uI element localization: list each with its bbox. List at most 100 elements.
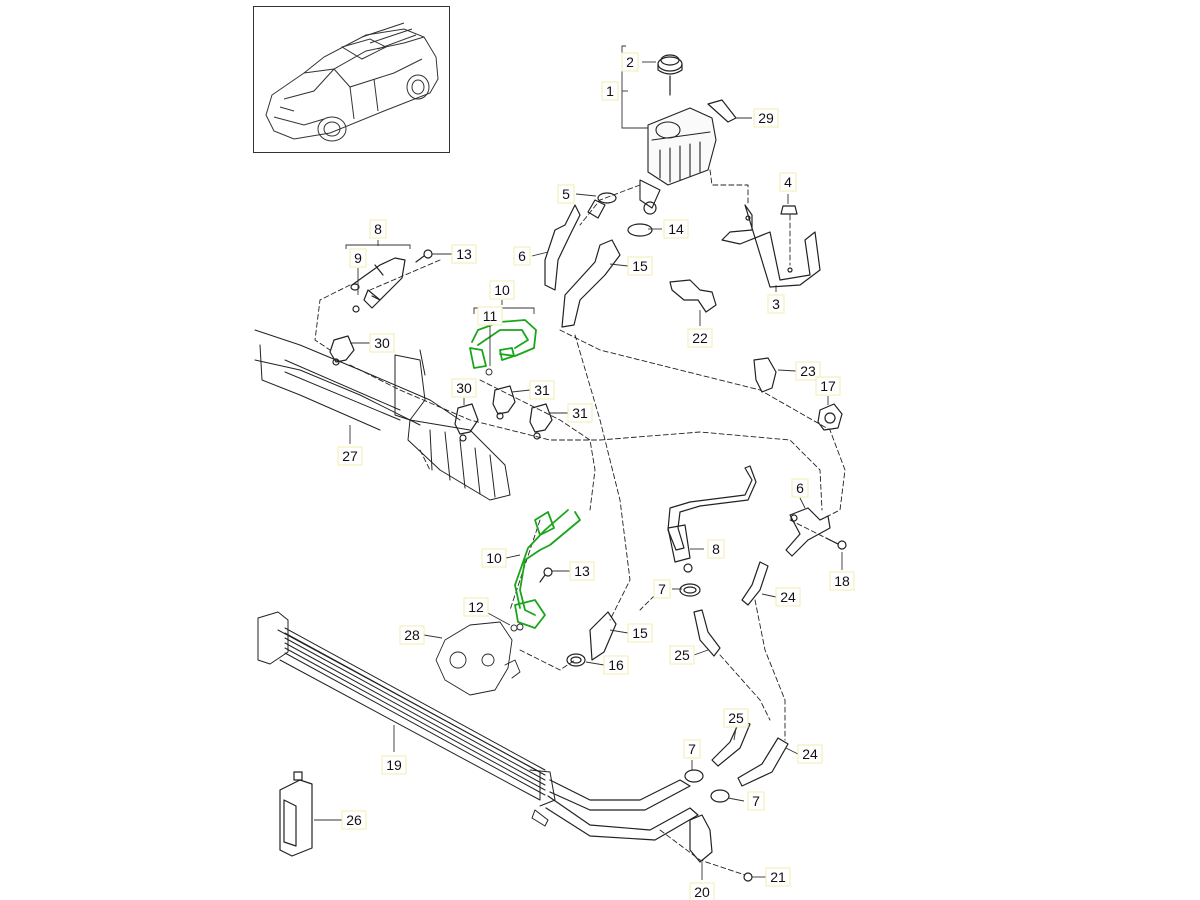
- part-callout[interactable]: 22: [687, 328, 713, 348]
- part-callout[interactable]: 6: [791, 478, 809, 498]
- bolt-part: [825, 537, 847, 550]
- callout-box: [683, 739, 701, 759]
- hose-clamp-part: [679, 583, 701, 597]
- hose-part: [711, 719, 789, 787]
- part-callout[interactable]: 4: [779, 172, 797, 192]
- leader-line: [727, 797, 745, 802]
- callout-box: [753, 108, 779, 128]
- callout-box: [829, 571, 855, 591]
- hose-clamp-part: [684, 769, 730, 803]
- callout-box: [481, 548, 507, 568]
- callout-box: [399, 625, 425, 645]
- part-callout[interactable]: 27: [337, 446, 363, 466]
- part-callout[interactable]: 18: [829, 571, 855, 591]
- highlighted-pressure-line[interactable]: [469, 319, 581, 629]
- part-callout[interactable]: 6: [513, 246, 531, 266]
- part-callout[interactable]: 16: [603, 655, 629, 675]
- part-callout[interactable]: 15: [627, 256, 653, 276]
- callout-number: 21: [770, 869, 786, 885]
- part-callout[interactable]: 2: [621, 52, 639, 72]
- part-callout[interactable]: 15: [627, 623, 653, 643]
- callout-box: [663, 219, 689, 239]
- callout-number: 13: [456, 246, 472, 262]
- callout-number: 14: [668, 221, 684, 237]
- part-callout[interactable]: 21: [765, 867, 791, 887]
- bracket-part: [689, 814, 713, 863]
- callout-number: 17: [820, 378, 836, 394]
- callout-box: [723, 708, 749, 728]
- hose-part: [589, 611, 617, 661]
- part-callout[interactable]: 23: [795, 361, 821, 381]
- callout-number: 18: [834, 573, 850, 589]
- part-callout[interactable]: 31: [529, 380, 555, 400]
- nut-part: [817, 403, 843, 431]
- part-callout[interactable]: 7: [653, 579, 671, 599]
- part-callout[interactable]: 10: [489, 280, 515, 300]
- pump-part: [435, 621, 524, 696]
- part-callout[interactable]: 3: [767, 294, 785, 314]
- part-callout[interactable]: 11: [477, 306, 503, 326]
- callout-box: [767, 294, 785, 314]
- part-callout[interactable]: 26: [341, 810, 367, 830]
- bracket-part: [721, 204, 821, 288]
- part-callout[interactable]: 10: [481, 548, 507, 568]
- fitting-part: [350, 257, 406, 313]
- callout-box: [765, 867, 791, 887]
- leader-line: [785, 747, 799, 755]
- callout-number: 7: [752, 793, 760, 809]
- part-callout[interactable]: 28: [399, 625, 425, 645]
- callout-box: [569, 561, 595, 581]
- part-callout[interactable]: 25: [723, 708, 749, 728]
- callout-box: [795, 361, 821, 381]
- leader-line: [575, 193, 597, 197]
- part-callout[interactable]: 24: [797, 744, 823, 764]
- callout-number: 10: [494, 282, 510, 298]
- part-callout[interactable]: 8: [369, 219, 387, 239]
- assembly-guide-lines: [314, 169, 846, 876]
- part-callout[interactable]: 1: [601, 81, 619, 101]
- part-callout[interactable]: 7: [683, 739, 701, 759]
- part-callout[interactable]: 19: [381, 755, 407, 775]
- part-callout[interactable]: 31: [567, 403, 593, 423]
- callout-box: [341, 810, 367, 830]
- part-callout[interactable]: 24: [775, 587, 801, 607]
- cooler-pipe-part: [545, 779, 699, 841]
- part-callout[interactable]: 30: [369, 333, 395, 353]
- part-callout[interactable]: 25: [669, 645, 695, 665]
- part-callout[interactable]: 8: [707, 539, 725, 559]
- callout-number: 27: [342, 448, 358, 464]
- oil-cooler-part: [257, 611, 556, 827]
- part-callout[interactable]: 5: [557, 184, 575, 204]
- bolt-part: [415, 249, 433, 263]
- callout-box: [627, 256, 653, 276]
- callout-box: [489, 280, 515, 300]
- callout-number: 22: [692, 330, 708, 346]
- part-callout[interactable]: 14: [663, 219, 689, 239]
- part-callout[interactable]: 9: [349, 248, 367, 268]
- callout-box: [337, 446, 363, 466]
- callout-box: [451, 378, 477, 398]
- callout-box: [669, 645, 695, 665]
- callout-box: [747, 791, 765, 811]
- callout-number: 15: [632, 625, 648, 641]
- vehicle-thumbnail[interactable]: [253, 6, 450, 153]
- callout-number: 25: [728, 710, 744, 726]
- part-callout[interactable]: 12: [463, 597, 489, 617]
- callout-number: 8: [712, 541, 720, 557]
- part-callout[interactable]: 13: [451, 244, 477, 264]
- clip-part: [753, 357, 777, 393]
- part-callout[interactable]: 13: [569, 561, 595, 581]
- part-callout[interactable]: 30: [451, 378, 477, 398]
- part-callout[interactable]: 20: [689, 882, 715, 900]
- part-callout[interactable]: 29: [753, 108, 779, 128]
- callout-number: 7: [688, 741, 696, 757]
- leader-line: [609, 629, 629, 634]
- callout-number: 29: [758, 110, 774, 126]
- leader-line: [531, 251, 549, 257]
- callout-box: [463, 597, 489, 617]
- part-callout[interactable]: 17: [815, 376, 841, 396]
- callout-box: [529, 380, 555, 400]
- clip-part: [669, 279, 717, 313]
- part-callout[interactable]: 7: [747, 791, 765, 811]
